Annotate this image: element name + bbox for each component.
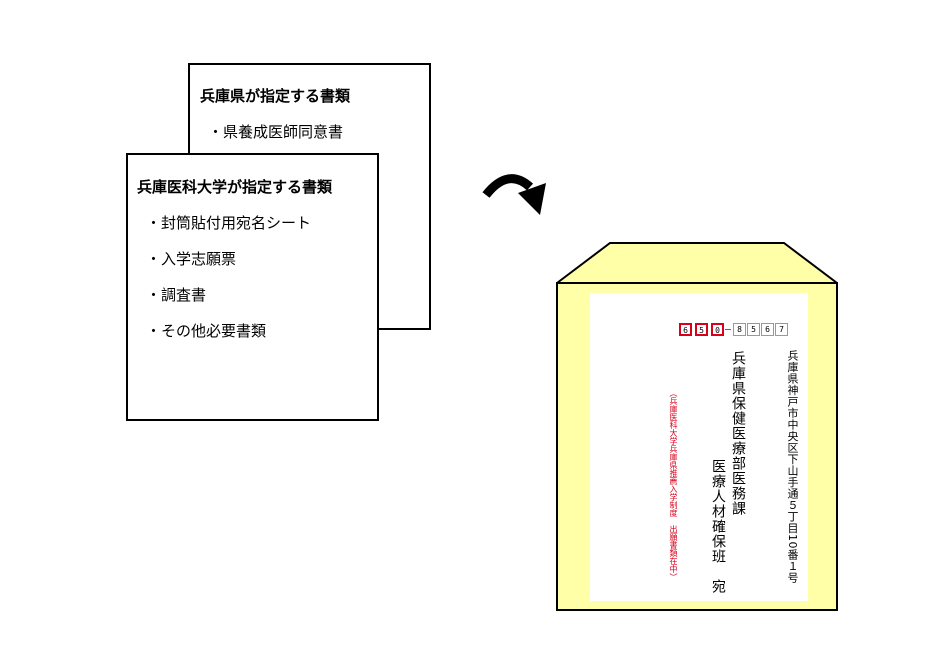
postal-digit: 7 <box>775 323 788 336</box>
postal-digit: 5 <box>747 323 760 336</box>
postal-digit: 6 <box>679 323 692 336</box>
university-document-item: ・封筒貼付用宛名シート <box>146 214 312 232</box>
recipient-team: 医療人材確保班 宛 <box>710 459 726 594</box>
university-document-item: ・その他必要書類 <box>146 322 267 340</box>
address-label-sheet: 6 5 0 8 5 6 7 兵庫県神戸市中央区下山手通５丁目10番１号 兵庫県保… <box>590 293 808 601</box>
recipient-address: 兵庫県神戸市中央区下山手通５丁目10番１号 <box>786 350 799 584</box>
postal-digit: 0 <box>711 323 724 336</box>
university-documents-title: 兵庫医科大学が指定する書類 <box>137 178 333 196</box>
postal-code-dash <box>725 329 731 330</box>
university-document-item: ・調査書 <box>146 286 207 304</box>
postal-code: 6 5 0 8 5 6 7 <box>679 322 789 337</box>
university-documents-sheet: 兵庫医科大学が指定する書類 ・封筒貼付用宛名シート ・入学志願票 ・調査書 ・そ… <box>126 153 379 421</box>
postal-digit: 5 <box>695 323 708 336</box>
enclosure-note: （兵庫医科大学兵庫県推薦入学制度 出願書類在中） <box>669 389 678 581</box>
university-document-item: ・入学志願票 <box>146 250 237 268</box>
prefecture-documents-title: 兵庫県が指定する書類 <box>200 87 351 105</box>
postal-digit: 8 <box>733 323 746 336</box>
curved-arrow-icon <box>482 174 546 215</box>
recipient-department: 兵庫県保健医療部医務課 <box>730 351 746 516</box>
prefecture-document-item: ・県養成医師同意書 <box>208 123 344 141</box>
postal-digit: 6 <box>761 323 774 336</box>
envelope: 6 5 0 8 5 6 7 兵庫県神戸市中央区下山手通５丁目10番１号 兵庫県保… <box>556 242 838 612</box>
